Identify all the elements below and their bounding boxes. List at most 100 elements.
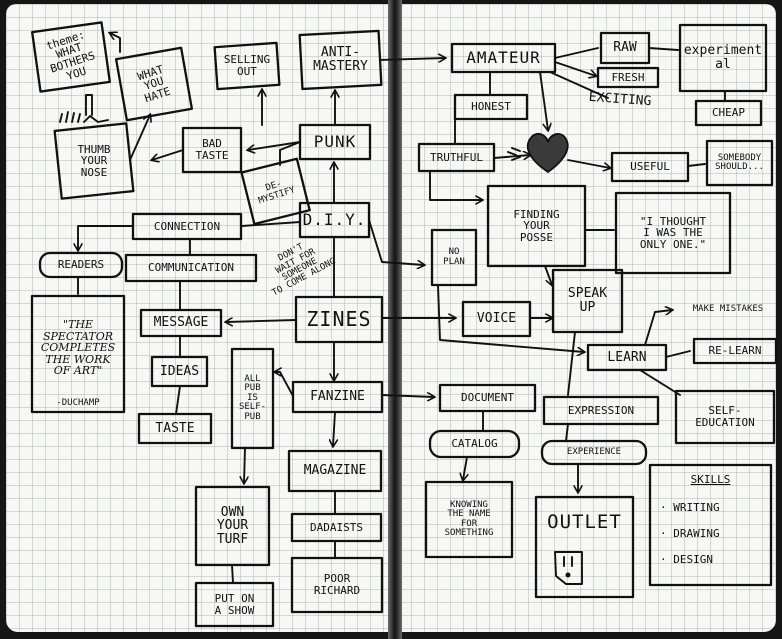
experimental-label: experiment al (683, 43, 763, 72)
i-thought-box (614, 191, 732, 275)
notebook-page-left (6, 4, 392, 632)
speak-up-label: SPEAK UP (567, 286, 608, 315)
spectator-quote-text: "THE SPECTATOR COMPLETES THE WORK OF ART… (40, 318, 116, 378)
experience-label: EXPERIENCE (566, 446, 622, 457)
heart-icon (507, 132, 569, 174)
connector (463, 456, 467, 480)
voice-box (461, 300, 532, 338)
connector (544, 265, 552, 285)
useful-label: USEFUL (630, 160, 670, 174)
catalog-label: CATALOG (451, 437, 498, 451)
fanzine-label: FANZINE (310, 389, 365, 405)
connector (152, 149, 184, 160)
notebook-gutter (388, 0, 402, 639)
self-education-box (674, 389, 776, 445)
truthful-label: TRUTHFUL (430, 150, 483, 164)
taste-label: TASTE (155, 420, 195, 436)
connector (110, 33, 121, 53)
connector (437, 284, 584, 352)
connector (231, 564, 234, 584)
all-pub-label: ALL PUB IS SELF- PUB (238, 373, 267, 422)
i-thought-label: "I THOUGHT I WAS THE ONLY ONE." (639, 214, 707, 251)
no-plan-label: NO PLAN (443, 247, 465, 267)
connector (648, 47, 679, 51)
connector (244, 447, 245, 483)
connector (226, 320, 297, 322)
catalog-box (428, 429, 521, 459)
connector (567, 331, 576, 396)
all-pub-box (230, 347, 275, 450)
anti-mastery-label: ANTI- MASTERY (313, 45, 368, 74)
fresh-label: FRESH (611, 70, 645, 84)
speak-up-box (551, 268, 624, 334)
self-education-label: SELF- EDUCATION (695, 404, 755, 429)
theme-box (31, 21, 111, 93)
magazine-label: MAGAZINE (303, 463, 367, 479)
connector (381, 395, 434, 397)
outlet-label: OUTLET (547, 511, 622, 534)
connector (275, 372, 294, 397)
dadaists-box (290, 512, 383, 543)
connector (248, 141, 301, 150)
anti-mastery-box (298, 29, 383, 91)
communication-label: COMMUNICATION (147, 261, 235, 275)
ideas-label: IDEAS (159, 363, 200, 379)
somebody-should-box (705, 139, 774, 187)
zines-label: ZINES (306, 307, 372, 331)
re-learn-label: RE-LEARN (708, 344, 762, 358)
connector (333, 411, 335, 446)
bad-taste-label: BAD TASTE (195, 137, 229, 162)
raw-label: RAW (613, 40, 637, 56)
connection-label: CONNECTION (153, 219, 221, 233)
selling-out-box (213, 41, 281, 91)
connector (567, 159, 610, 168)
dadaists-label: DADAISTS (310, 520, 363, 534)
diy-label: D.I.Y. (302, 209, 367, 229)
spectator-quote-box (30, 294, 126, 414)
put-on-a-show-box (194, 581, 275, 628)
communication-box (124, 253, 258, 283)
connector (639, 369, 681, 396)
readers-label: READERS (57, 258, 105, 272)
amateur-label: AMATEUR (466, 47, 541, 67)
selling-out-label: SELLING OUT (223, 53, 271, 78)
connector (129, 115, 150, 161)
poor-richard-box (290, 556, 384, 614)
skill-writing: · WRITING (660, 501, 720, 515)
learn-label: LEARN (607, 349, 647, 365)
outlet-socket-icon (554, 551, 583, 585)
skill-drawing: · DRAWING (660, 527, 720, 541)
finding-your-posse-box (486, 184, 587, 268)
connector (549, 71, 609, 99)
taste-box (137, 412, 213, 445)
connector (279, 141, 301, 166)
skill-design: · DESIGN (660, 553, 713, 567)
thumb-your-nose-box (53, 122, 135, 200)
honest-label: HONEST (471, 100, 511, 114)
readers-box (38, 251, 124, 279)
make-mistakes-label: MAKE MISTAKES (692, 304, 764, 315)
experience-box (540, 439, 648, 466)
punk-label: PUNK (313, 131, 357, 151)
connector (429, 170, 482, 200)
poor-richard-label: POOR RICHARD (313, 572, 361, 597)
finding-your-posse-label: FINDING YOUR POSSE (513, 207, 560, 244)
put-on-a-show-label: PUT ON A SHOW (214, 591, 255, 617)
connector (539, 71, 548, 130)
demystify-box (240, 157, 311, 226)
expression-label: EXPRESSION (567, 403, 635, 417)
what-you-hate-box (114, 46, 194, 122)
skills-box (648, 463, 773, 587)
message-box (139, 308, 223, 338)
thumb-your-nose-label: THUMB YOUR NOSE (77, 142, 111, 179)
connector (565, 423, 569, 442)
connector (368, 219, 424, 265)
connector (554, 47, 599, 59)
honest-box (453, 93, 529, 121)
outlet-box (534, 495, 635, 599)
re-learn-box (692, 337, 778, 365)
knowing-the-name-box (424, 480, 514, 559)
connector (644, 310, 672, 346)
